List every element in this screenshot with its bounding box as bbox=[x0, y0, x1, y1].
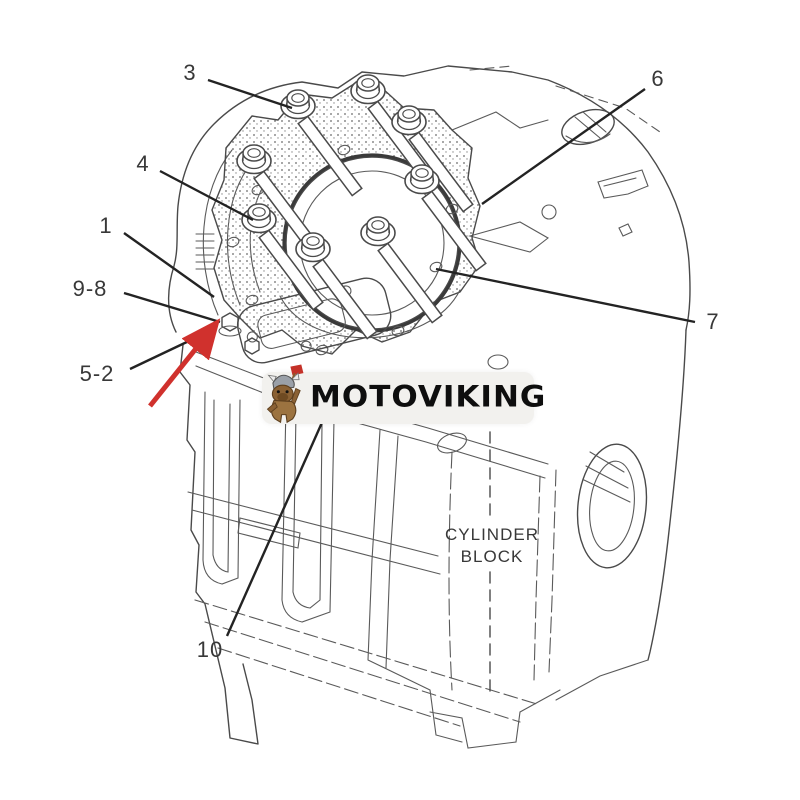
gasket-holes bbox=[226, 144, 459, 356]
bottom-rails bbox=[194, 599, 541, 727]
opening-ring-lower bbox=[279, 289, 461, 339]
cylinder-block-label-line1: CYLINDER bbox=[445, 524, 539, 544]
leader-line-10 bbox=[225, 417, 326, 637]
block-bottom-right bbox=[429, 659, 649, 749]
red-pointer-arrow bbox=[148, 318, 221, 408]
leader-lines bbox=[123, 78, 696, 637]
block-left-edge bbox=[179, 344, 259, 745]
housing-outline bbox=[167, 65, 691, 333]
callout-4: 4 bbox=[136, 151, 150, 176]
face-oval bbox=[437, 432, 467, 454]
watermark-badge: MOTOVIKING bbox=[262, 364, 545, 424]
cylinder-block-label-line2: BLOCK bbox=[460, 547, 524, 566]
viking-dog-mascot-icon bbox=[266, 364, 304, 424]
callout-9-8: 9-8 bbox=[72, 276, 108, 301]
leader-line-3 bbox=[207, 78, 293, 110]
block-right-edge bbox=[647, 329, 687, 661]
leader-line-6 bbox=[481, 88, 646, 205]
leader-line-7 bbox=[435, 267, 696, 324]
callout-5-2: 5-2 bbox=[79, 361, 115, 386]
leader-line-9-8 bbox=[123, 291, 221, 324]
mid-pillar bbox=[367, 429, 431, 691]
right-pillars bbox=[448, 451, 557, 691]
detail-flags bbox=[451, 111, 649, 253]
callout-10: 10 bbox=[196, 637, 224, 662]
housing-top-dashes bbox=[469, 65, 661, 133]
leader-line-4 bbox=[159, 169, 254, 222]
callout-6: 6 bbox=[651, 66, 665, 91]
watermark-text: MOTOVIKING bbox=[310, 379, 547, 415]
hatch-left bbox=[195, 233, 215, 270]
callout-3: 3 bbox=[183, 60, 197, 85]
side-bore-hole bbox=[576, 443, 648, 569]
callout-1: 1 bbox=[99, 213, 113, 238]
leader-line-1 bbox=[123, 232, 215, 298]
cylinder-block-label: CYLINDER BLOCK bbox=[445, 524, 539, 568]
callout-7: 7 bbox=[706, 309, 720, 334]
front-legs bbox=[202, 391, 335, 623]
detail-small bbox=[487, 204, 633, 370]
top-boss bbox=[561, 108, 615, 146]
